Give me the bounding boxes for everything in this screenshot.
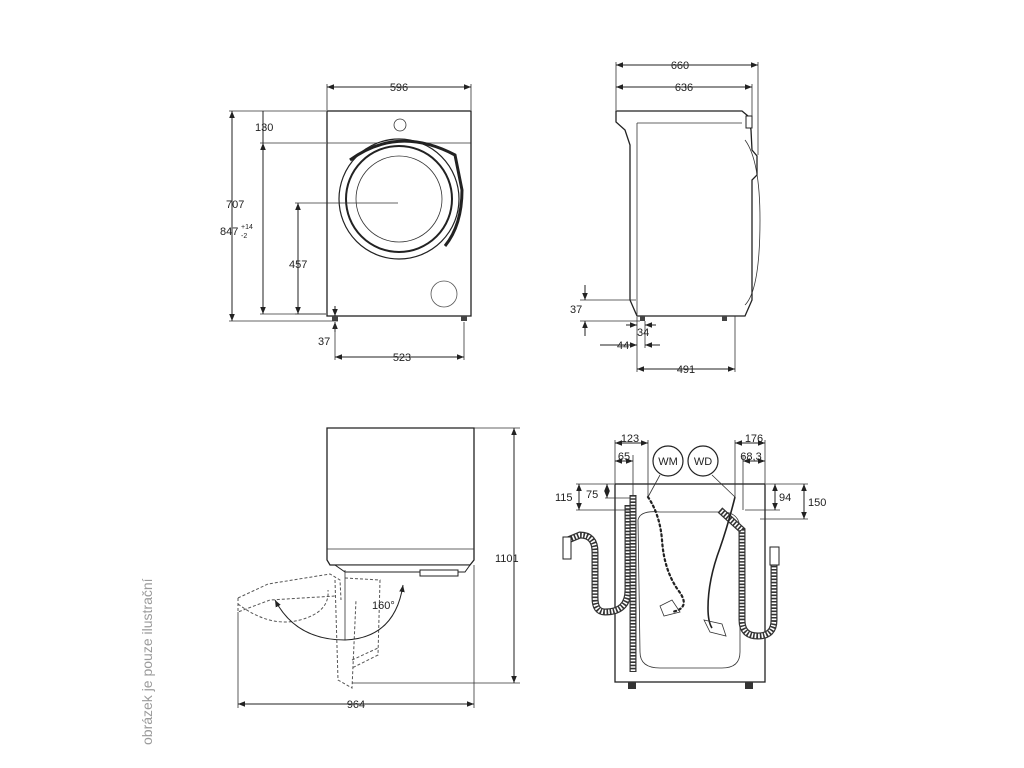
angle-arc [274,584,405,641]
dim-width: 596 [390,82,408,94]
knob-side-icon [745,115,753,129]
rear-panel-outline [637,511,741,669]
wm-badge [652,445,684,477]
side-view: 660 636 37 34 44 491 [570,60,761,376]
front-view: 596 847 +14 -2 130 707 457 37 523 [220,82,472,364]
dim-side-foot-height: 37 [570,304,582,316]
side-foot-rear [640,316,645,321]
dim-rear-left-inner: 65 [618,451,630,463]
dim-rear-right-vert-inner: 94 [779,492,791,504]
dim-side-foot-span: 491 [677,364,695,376]
dim-door-swing: 964 [347,699,365,711]
door-handle-rim [349,139,464,247]
dim-tol-plus: +14 [241,224,253,231]
wm-route [646,495,685,614]
open-door-outline [237,573,342,601]
dim-open-depth: 1101 [495,553,519,565]
dim-tol-minus: -2 [241,233,247,240]
top-cabinet [326,427,475,566]
program-knob-icon [393,118,407,132]
front-foot-left [332,316,338,321]
dim-door-center: 707 [226,199,244,211]
dim-rear-right-inner: 68,3 [740,451,761,463]
illustration-caption: obrázek je pouze ilustrační [139,578,155,745]
dim-total-height: 847 [220,226,238,238]
dim-rear-left-outer: 123 [621,433,639,445]
dim-door-bottom: 457 [289,259,307,271]
dim-foot-span: 523 [393,352,411,364]
wd-route [707,496,736,629]
wm-label: WM [658,456,678,468]
rear-view: WM WD 123 65 115 75 176 68,3 94 [555,433,826,689]
dim-rear-left-vert-outer: 115 [555,492,573,504]
drain-hose [566,505,631,616]
dim-rear-right-outer: 176 [745,433,763,445]
dim-depth-body: 636 [675,82,693,94]
drain-filter-cover [430,280,458,308]
dim-top-panel: 130 [255,122,273,134]
front-foot-right [461,316,467,321]
dim-rear-right-vert-outer: 150 [808,497,826,509]
side-foot-front [722,316,727,321]
dim-foot-offset: 44 [617,340,629,352]
dim-depth-total: 660 [671,60,689,72]
wd-badge [687,445,719,477]
wd-label: WD [694,456,712,468]
dim-rear-left-vert-inner: 75 [586,489,598,501]
door-glass [345,145,453,253]
dim-foot-height: 37 [318,336,330,348]
door-open-view: 160° 1101 964 [237,427,520,711]
inlet-hose [717,507,777,640]
dim-door-angle: 160° [372,600,395,612]
dim-foot-inset: 34 [637,327,649,339]
